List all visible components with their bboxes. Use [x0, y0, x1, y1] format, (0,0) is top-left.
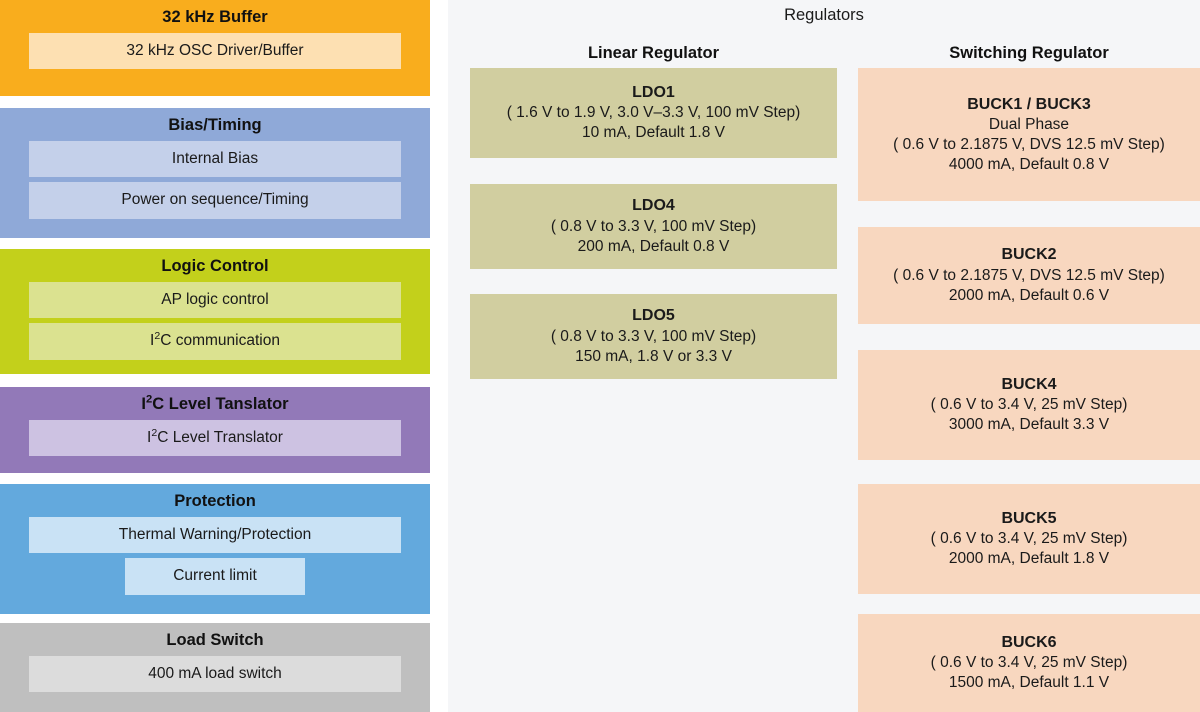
- superscript-two: 2: [151, 426, 158, 439]
- regulator-name: BUCK1 / BUCK3: [967, 95, 1091, 113]
- regulator-spec-line: ( 0.6 V to 2.1875 V, DVS 12.5 mV Step): [893, 266, 1165, 284]
- regulator-name: BUCK6: [1001, 633, 1057, 651]
- regulator-spec-line: ( 0.6 V to 3.4 V, 25 mV Step): [930, 654, 1128, 672]
- switching-regulator-buck6: BUCK6 ( 0.6 V to 3.4 V, 25 mV Step) 1500 m…: [858, 614, 1200, 712]
- function-block-title: Protection: [174, 492, 256, 510]
- function-sub-block-internal-bias: Internal Bias: [29, 140, 401, 177]
- function-sub-block-ap-logic-control: AP logic control: [29, 281, 401, 318]
- regulator-name: LDO5: [632, 307, 675, 325]
- regulators-title: Regulators: [784, 6, 864, 24]
- regulator-spec-line: 2000 mA, Default 0.6 V: [948, 286, 1110, 304]
- switching-regulator-buck4: BUCK4 ( 0.6 V to 3.4 V, 25 mV Step) 3000 m…: [858, 350, 1200, 460]
- regulator-spec-line: 4000 mA, Default 0.8 V: [948, 155, 1110, 173]
- regulator-spec-line: 2000 mA, Default 1.8 V: [948, 550, 1110, 568]
- regulator-spec-line: ( 0.6 V to 3.4 V, 25 mV Step): [930, 396, 1128, 414]
- regulator-spec-line: ( 0.6 V to 3.4 V, 25 mV Step): [930, 530, 1128, 548]
- regulator-spec-line: ( 0.6 V to 2.1875 V, DVS 12.5 mV Step): [893, 135, 1165, 153]
- regulator-spec-line: 150 mA, 1.8 V or 3.3 V: [575, 347, 732, 365]
- regulator-name: BUCK4: [1001, 375, 1057, 393]
- regulator-name: LDO1: [632, 83, 675, 101]
- linear-regulator-heading: Linear Regulator: [587, 44, 720, 62]
- switching-regulator-buck5: BUCK5 ( 0.6 V to 3.4 V, 25 mV Step) 2000 m…: [858, 484, 1200, 594]
- regulator-spec-line: 200 mA, Default 0.8 V: [577, 237, 730, 255]
- function-sub-block-i2c-level-translator: I2C Level Translator: [29, 419, 401, 456]
- function-sub-block-400-ma-load-switch: 400 mA load switch: [29, 655, 401, 692]
- superscript-two: 2: [154, 329, 161, 342]
- switching-regulator-heading: Switching Regulator: [949, 44, 1109, 62]
- regulators-panel: Regulators Linear Regulator Switching Re…: [448, 0, 1200, 712]
- linear-regulator-ldo1: LDO1 ( 1.6 V to 1.9 V, 3.0 V–3.3 V, 100 m…: [470, 68, 837, 158]
- regulator-spec-line: 3000 mA, Default 3.3 V: [948, 416, 1110, 434]
- function-block-title: Load Switch: [166, 631, 264, 649]
- linear-regulator-ldo5: LDO5 ( 0.8 V to 3.3 V, 100 mV Step) 150 mA…: [470, 294, 837, 379]
- regulator-name: LDO4: [632, 197, 675, 215]
- regulator-spec-line: ( 0.8 V to 3.3 V, 100 mV Step): [550, 327, 757, 345]
- regulator-spec-line: ( 0.8 V to 3.3 V, 100 mV Step): [550, 217, 757, 235]
- function-sub-block-32-khz-osc-driver-buffer: 32 kHz OSC Driver/Buffer: [29, 32, 401, 69]
- regulator-name: BUCK2: [1001, 246, 1057, 264]
- switching-regulator-buck2: BUCK2 ( 0.6 V to 2.1875 V, DVS 12.5 mV St…: [858, 227, 1200, 324]
- function-sub-block-thermal-warning-protection: Thermal Warning/Protection: [29, 516, 401, 553]
- regulator-spec-line: Dual Phase: [988, 115, 1070, 133]
- regulator-spec-line: ( 1.6 V to 1.9 V, 3.0 V–3.3 V, 100 mV St…: [506, 104, 801, 122]
- regulator-spec-line: 10 mA, Default 1.8 V: [581, 124, 726, 142]
- regulator-spec-line: 1500 mA, Default 1.1 V: [948, 674, 1110, 692]
- function-block-title: Bias/Timing: [168, 116, 262, 134]
- function-block-load-switch: Load Switch 400 mA load switch: [0, 623, 430, 712]
- regulator-name: BUCK5: [1001, 509, 1057, 527]
- function-sub-block-power-on-sequence-timing: Power on sequence/Timing: [29, 182, 401, 219]
- superscript-two: 2: [146, 393, 153, 406]
- function-sub-block-i2c-communication: I2C communication: [29, 323, 401, 360]
- function-block-32-khz-buffer: 32 kHz Buffer 32 kHz OSC Driver/Buffer: [0, 0, 430, 96]
- function-sub-block-current-limit: Current limit: [125, 558, 305, 595]
- function-block-title: 32 kHz Buffer: [162, 8, 268, 26]
- function-block-title: Logic Control: [161, 257, 269, 275]
- linear-regulator-ldo4: LDO4 ( 0.8 V to 3.3 V, 100 mV Step) 200 mA…: [470, 184, 837, 269]
- function-block-title: I2C Level Tanslator: [141, 393, 289, 413]
